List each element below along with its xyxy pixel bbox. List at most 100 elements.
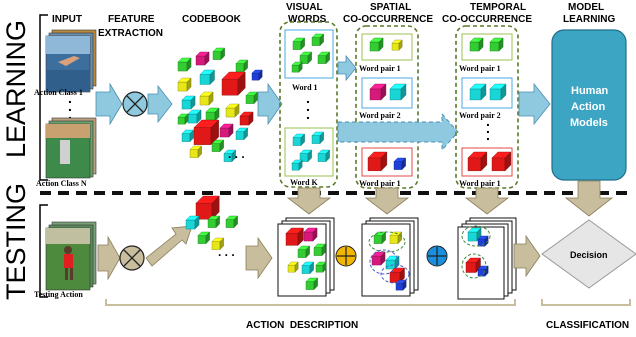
word-1-cubes [291,33,331,73]
svg-text:.: . [486,127,490,143]
codeword-cube [181,95,196,110]
codeword-cube [221,71,246,96]
codeword-cube [193,119,220,146]
classification-label: CLASSIFICATION [546,320,629,331]
codeword-cube [291,61,303,73]
codeword-cube [287,261,299,273]
spatial-pair-1-box [361,33,413,61]
arrow-down-spatial [364,187,410,215]
codeword-cube [211,139,225,153]
codeword-cube [491,151,512,172]
codeword-cube [245,91,259,105]
codeword-cube [369,37,384,52]
codeword-cube [185,215,200,230]
testing-codebook-cubes [185,195,239,251]
codeword-cube [299,51,313,65]
codeword-cube [207,215,221,229]
codeword-cube [369,83,387,101]
classification-bracket [541,299,631,306]
codeword-cube [469,37,484,52]
word-k-label: Word K [290,178,319,187]
spatial-pair-1-label: Word pair 1 [359,64,401,73]
temporal-pair-last-cubes [467,151,512,172]
arrow-visual-to-spatial-top [337,54,357,82]
codeword-cube [291,159,303,171]
codeword-cube [205,107,220,122]
codeword-cube [489,83,507,101]
spatial-pair-2-cubes [369,83,407,101]
codeword-cube [311,33,325,47]
svg-text:.: . [486,113,490,129]
header-feature-2: EXTRACTION [98,28,163,39]
codebook-ellipsis: . . . [228,147,245,161]
codeword-cube [303,227,318,242]
visual-words-vertical-dots: . . . [306,90,310,122]
model-line-2: Action [571,101,606,113]
codeword-cube [469,83,487,101]
input-vertical-dots: . . . [68,90,72,122]
codeword-cube [181,129,195,143]
codeword-cube [223,149,237,163]
codeword-cube [177,113,189,125]
codeword-cube [195,195,220,220]
learning-side-label: LEARNING [1,20,31,158]
header-temporal-2: CO-OCCURRENCE [442,14,532,25]
arrow-down-temporal [464,187,510,215]
codeword-cube [371,251,386,266]
arrow-visual-to-temporal-dashed [337,112,459,152]
codeword-cube [292,133,306,147]
learning-bracket [39,14,48,181]
arrow-testing-extraction-to-codebook [145,225,193,267]
codeword-cube [299,149,313,163]
action-description-bracket [105,299,516,306]
codeword-cube [305,277,319,291]
codeword-cube [477,265,489,277]
spatial-pair-2-label: Word pair 2 [359,111,401,120]
codeword-cube [187,109,202,124]
codeword-cube [373,231,387,245]
header-feature-1: FEATURE [108,14,155,25]
arrow-temporal-to-model [518,82,551,126]
header-visual-1: VISUAL [286,2,323,13]
header-model-1: MODEL [568,2,604,13]
codeword-cube [389,83,407,101]
arrow-down-model [564,180,614,217]
input-class-n-label: Action Class N [36,179,87,188]
codeword-cube [235,127,249,141]
codeword-cube [467,151,488,172]
header-model-2: LEARNING [563,14,615,25]
codeword-cube [177,57,192,72]
codeword-cube [391,39,403,51]
codeword-cube [219,123,234,138]
codeword-cube [225,215,239,229]
codeword-cube [251,69,263,81]
codeword-cube [489,37,504,52]
codeword-cube [317,149,331,163]
model-line-3: Models [570,117,608,129]
arrow-input-to-extraction [95,82,123,126]
codeword-cube [393,157,407,171]
codeword-cube [311,131,325,145]
arrow-description-to-decision [513,234,541,278]
decision-label: Decision [570,250,608,260]
temporal-pair-1-cubes [469,37,504,52]
codeword-cube [197,231,211,245]
codeword-cube [212,47,226,61]
temporal-pair-1-box [461,33,513,61]
codeword-cube [199,91,214,106]
human-action-models-box [551,29,627,181]
svg-text:.: . [306,106,310,122]
svg-text:.: . [68,106,72,122]
codeword-cube [317,51,331,65]
header-visual-2: WORDS [288,14,327,25]
codeword-cube [177,77,192,92]
testing-input-stack [45,221,97,291]
codeword-cube [239,111,254,126]
temporal-pair-2-cubes [469,83,507,101]
input-class-1-label: Action Class 1 [34,88,83,97]
codeword-cube [292,37,306,51]
spatial-pair-last-label: Word pair 1 [359,179,401,188]
input-stack-class-n [45,117,97,179]
codeword-cube [367,151,388,172]
